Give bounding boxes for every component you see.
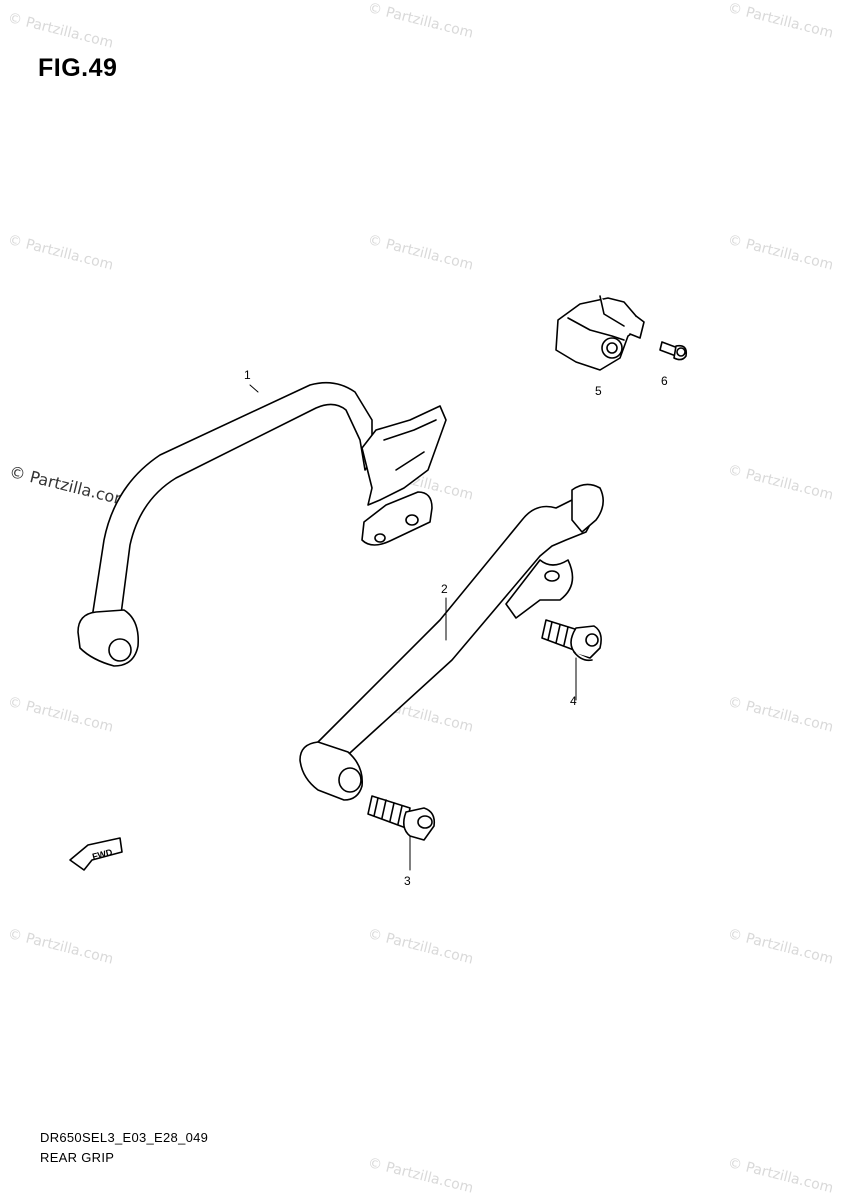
callout-3: 3 [404, 874, 411, 888]
callout-2: 2 [441, 582, 448, 596]
forward-arrow-icon: FWD [69, 837, 123, 871]
callout-5: 5 [595, 384, 602, 398]
callout-4: 4 [570, 694, 577, 708]
part-4-bolt [541, 619, 602, 662]
part-1-rear-grip-left [77, 381, 447, 667]
part-3-bolt [367, 795, 436, 841]
leader-line-1 [249, 384, 259, 393]
callout-1: 1 [244, 368, 251, 382]
forward-arrow-label: FWD [91, 847, 114, 862]
callout-6: 6 [661, 374, 668, 388]
part-5-bumper [555, 295, 645, 371]
part-6-screw [659, 341, 688, 361]
figure-title: FIG.49 [38, 54, 118, 82]
diagram-code: DR650SEL3_E03_E28_049 [40, 1130, 209, 1145]
part-2-rear-grip-right [299, 483, 604, 801]
diagram-name: REAR GRIP [40, 1150, 115, 1165]
